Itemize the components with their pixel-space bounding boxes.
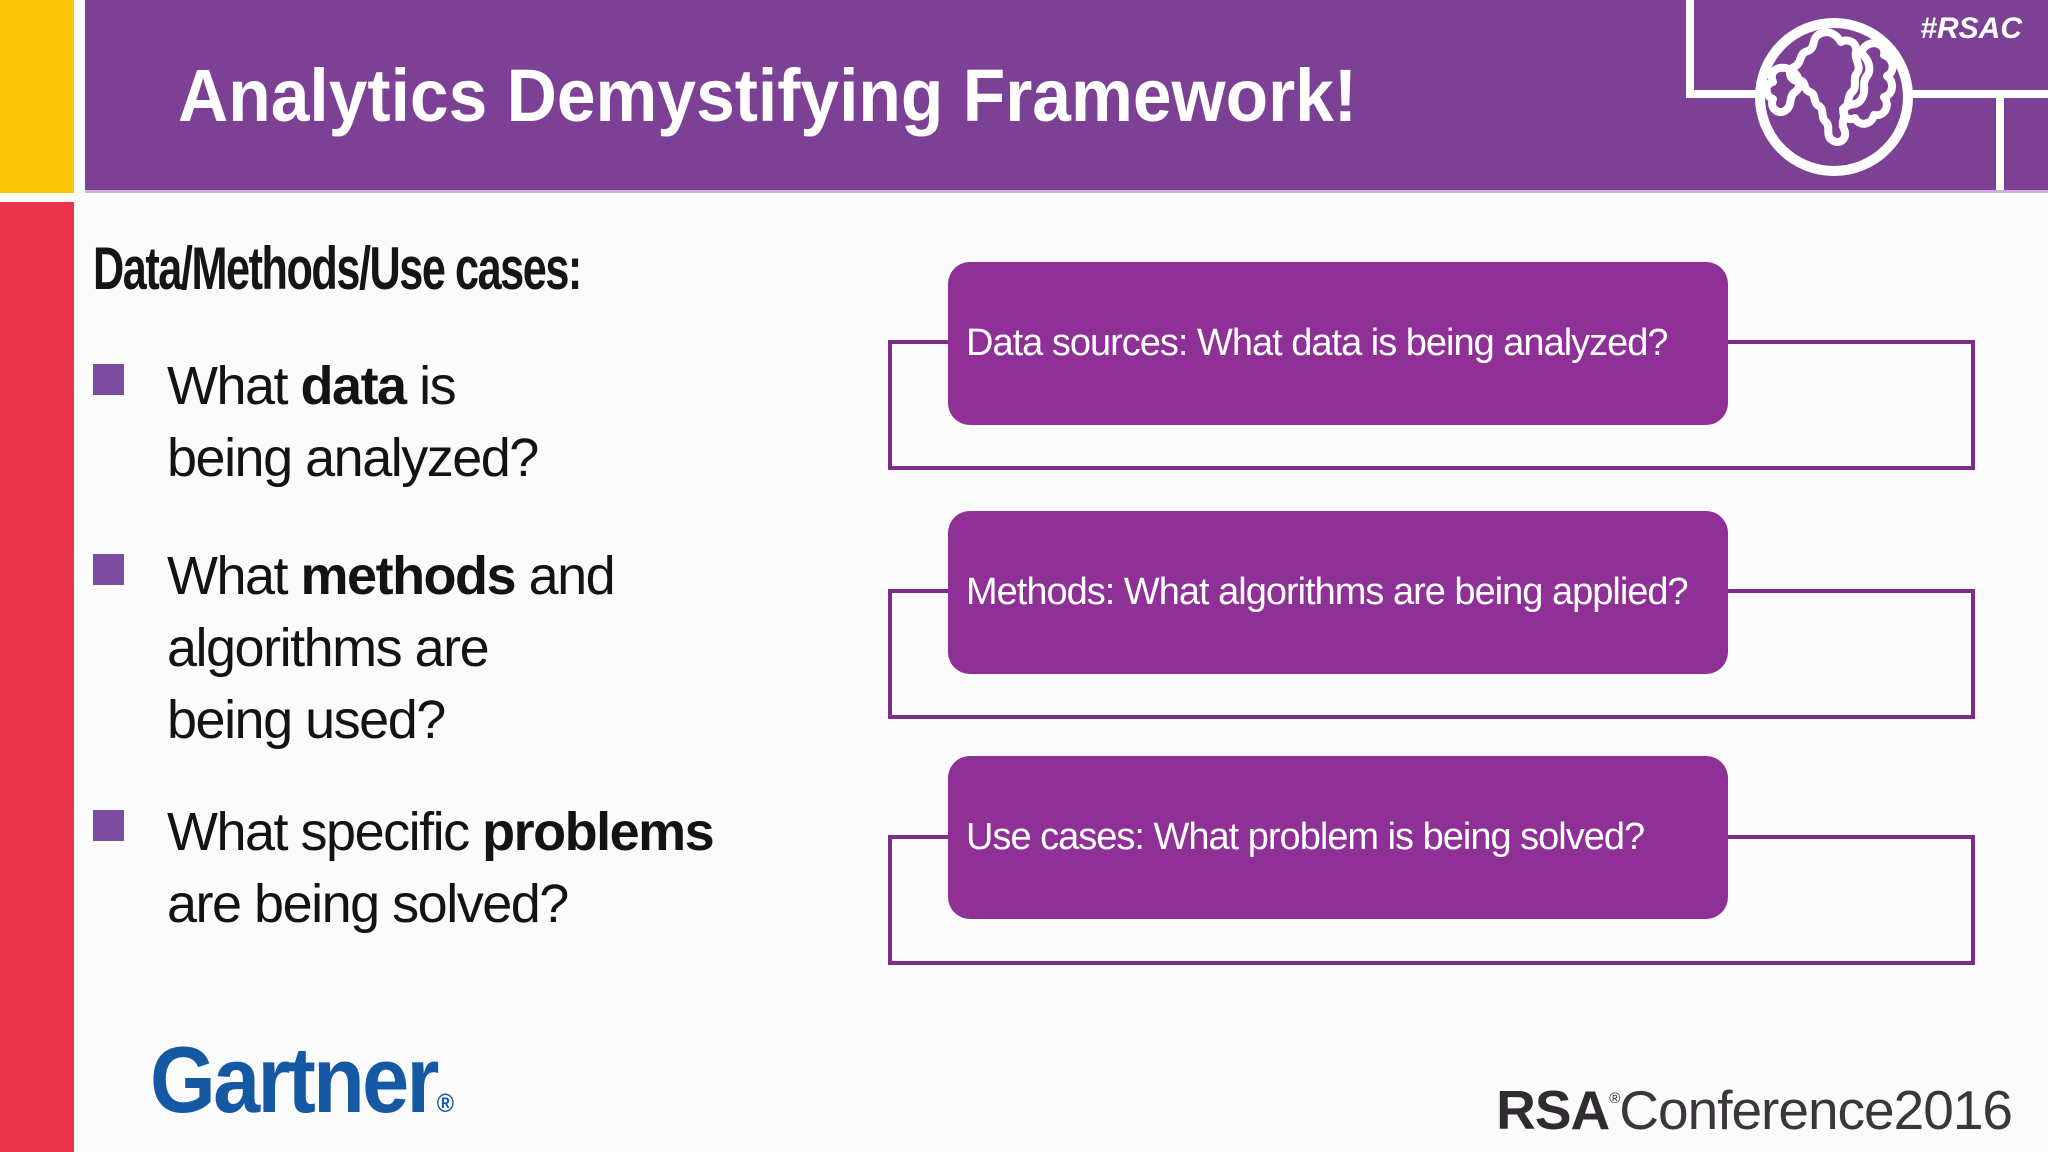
- flow-box-use-cases: Use cases: What problem is being solved?: [948, 756, 1728, 919]
- header-line-decoration-right: [1996, 90, 2004, 190]
- section-heading: Data/Methods/Use cases:: [93, 235, 582, 302]
- flow-box-label: Methods: What algorithms are being appli…: [966, 571, 1689, 613]
- registered-mark-icon: ®: [436, 1088, 454, 1118]
- bullet-text: What methods and algorithms are being us…: [167, 546, 616, 750]
- left-accent-yellow-bar: [0, 0, 74, 193]
- globe-icon: [1755, 18, 1913, 176]
- bullet-item-problems: What specific problems are being solved?: [93, 796, 715, 940]
- left-accent-red-bar: [0, 202, 74, 1152]
- rsac-hashtag: #RSAC: [1920, 12, 2022, 45]
- header-band: Analytics Demystifying Framework! #RSAC: [85, 0, 2048, 193]
- bullet-text: What specific problems are being solved?: [167, 802, 715, 934]
- bullet-square-icon: [93, 364, 124, 395]
- bullet-text: What data is being analyzed?: [167, 356, 539, 488]
- gartner-logo: Gartner®: [150, 1027, 454, 1132]
- header-line-decoration-left: [1686, 0, 1694, 98]
- flow-box-methods: Methods: What algorithms are being appli…: [948, 511, 1728, 674]
- flow-box-data-sources: Data sources: What data is being analyze…: [948, 262, 1728, 425]
- bullet-item-data: What data is being analyzed?: [93, 350, 539, 494]
- bullet-square-icon: [93, 554, 124, 585]
- bullet-square-icon: [93, 810, 124, 841]
- bullet-item-methods: What methods and algorithms are being us…: [93, 540, 616, 756]
- slide-title: Analytics Demystifying Framework!: [178, 53, 1358, 137]
- flow-box-label: Use cases: What problem is being solved?: [966, 816, 1645, 858]
- registered-mark-icon: ®: [1609, 1090, 1620, 1107]
- rsa-conference-logo: RSA®Conference2016: [1496, 1079, 2013, 1141]
- flow-box-label: Data sources: What data is being analyze…: [966, 322, 1669, 364]
